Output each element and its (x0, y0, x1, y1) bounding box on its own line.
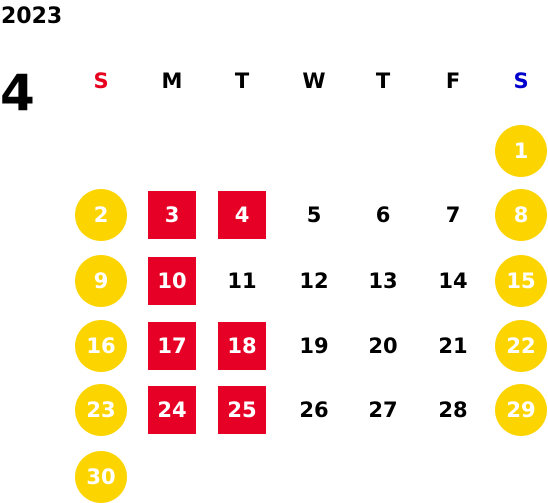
weekday-header-mon: M (161, 69, 183, 93)
day-cell-29[interactable]: 29 (495, 384, 547, 436)
day-cell-4[interactable]: 4 (218, 191, 266, 239)
month-number: 4 (0, 64, 35, 122)
day-cell-27[interactable]: 27 (368, 398, 398, 422)
day-cell-13[interactable]: 13 (368, 269, 398, 293)
day-cell-20[interactable]: 20 (368, 334, 398, 358)
weekday-header-sun: S (93, 69, 109, 93)
day-cell-17[interactable]: 17 (148, 322, 196, 370)
day-cell-22[interactable]: 22 (495, 320, 547, 372)
day-cell-26[interactable]: 26 (299, 398, 329, 422)
year-label: 2023 (1, 4, 63, 29)
day-cell-18[interactable]: 18 (218, 322, 266, 370)
day-cell-11[interactable]: 11 (227, 269, 257, 293)
day-cell-24[interactable]: 24 (148, 386, 196, 434)
day-cell-21[interactable]: 21 (438, 334, 468, 358)
day-cell-19[interactable]: 19 (299, 334, 329, 358)
day-cell-3[interactable]: 3 (148, 191, 196, 239)
weekday-header-thu: T (375, 69, 391, 93)
day-cell-9[interactable]: 9 (75, 255, 127, 307)
weekday-header-fri: F (445, 69, 461, 93)
day-cell-14[interactable]: 14 (438, 269, 468, 293)
weekday-header-tue: T (234, 69, 250, 93)
day-cell-1[interactable]: 1 (495, 125, 547, 177)
day-cell-23[interactable]: 23 (75, 384, 127, 436)
day-cell-10[interactable]: 10 (148, 257, 196, 305)
day-cell-8[interactable]: 8 (495, 189, 547, 241)
day-cell-5[interactable]: 5 (306, 203, 322, 227)
weekday-header-sat: S (513, 69, 529, 93)
day-cell-28[interactable]: 28 (438, 398, 468, 422)
day-cell-6[interactable]: 6 (375, 203, 391, 227)
day-cell-25[interactable]: 25 (218, 386, 266, 434)
day-cell-15[interactable]: 15 (495, 255, 547, 307)
day-cell-12[interactable]: 12 (299, 269, 329, 293)
day-cell-30[interactable]: 30 (75, 451, 127, 503)
day-cell-7[interactable]: 7 (445, 203, 461, 227)
day-cell-2[interactable]: 2 (75, 189, 127, 241)
day-cell-16[interactable]: 16 (75, 320, 127, 372)
weekday-header-wed: W (302, 69, 326, 93)
